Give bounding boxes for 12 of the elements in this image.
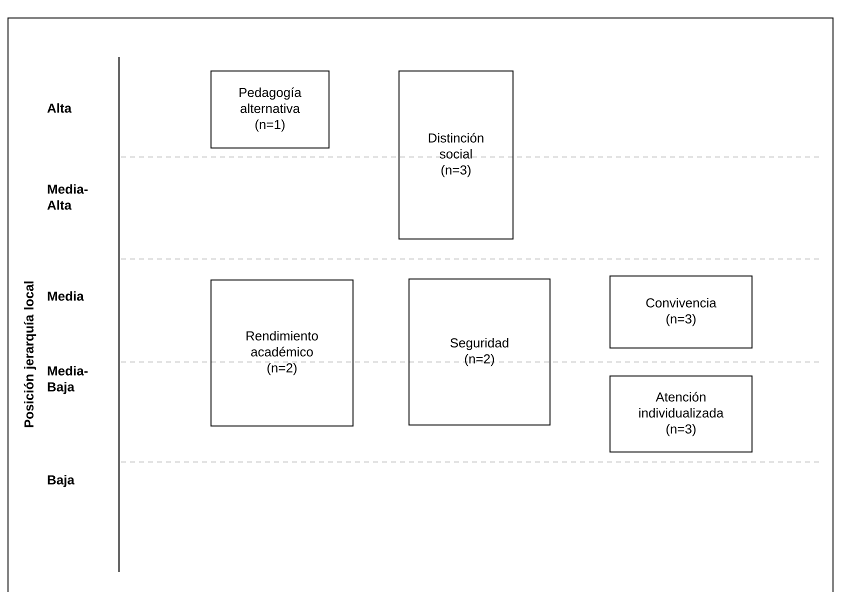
category-box: Seguridad (n=2) bbox=[408, 278, 550, 426]
axis-category-label: Media-Baja bbox=[48, 366, 88, 394]
axis-category-label: Media-Alta bbox=[47, 184, 88, 210]
axis-category-label: Media bbox=[48, 291, 84, 301]
category-box: Pedagogía alternativa (n=1) bbox=[210, 70, 330, 148]
axis-category-label: Alta bbox=[47, 103, 72, 113]
category-box: Rendimiento académico (n=2) bbox=[210, 280, 354, 426]
axis-title: Posición jerarquía local bbox=[24, 282, 36, 428]
category-box: Convivencia (n=3) bbox=[610, 276, 752, 348]
category-box: Distinción social (n=3) bbox=[398, 70, 514, 240]
category-box: Atención individualizada (n=3) bbox=[610, 376, 752, 452]
axis-category-label: Baja bbox=[48, 474, 75, 488]
